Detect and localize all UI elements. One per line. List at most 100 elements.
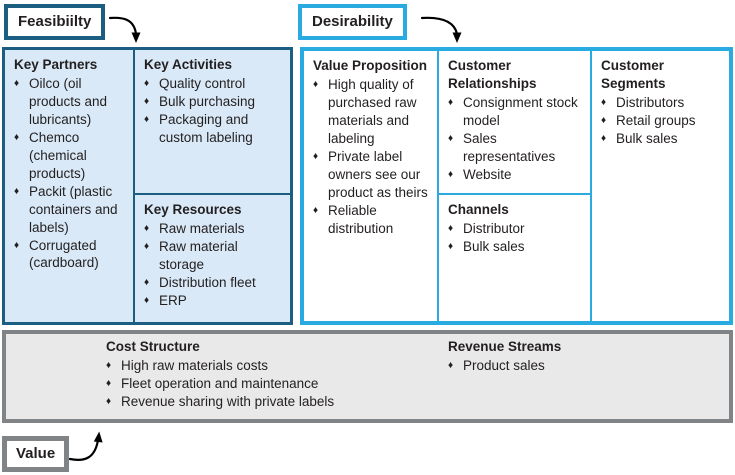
list-item: ♦Distribution fleet <box>144 274 284 292</box>
desirability-panel: Value Proposition ♦High quality of purch… <box>300 47 733 325</box>
diamond-bullet-icon: ♦ <box>144 95 150 107</box>
list-item-text: Raw materials <box>159 220 245 236</box>
list-item-text: Corrugated (cardboard) <box>29 237 99 271</box>
diamond-bullet-icon: ♦ <box>14 131 20 143</box>
list-item-text: High raw materials costs <box>121 357 269 373</box>
list-item: ♦ Bulk sales <box>448 238 584 256</box>
key-activities-title: Key Activities <box>144 57 233 72</box>
list-item-text: Reliable distribution <box>328 202 394 236</box>
desirability-label: Desirability <box>298 4 407 40</box>
diamond-bullet-icon: ♦ <box>313 150 319 162</box>
list-item: ♦ Private label owners see our product as… <box>313 148 431 202</box>
diamond-bullet-icon: ♦ <box>448 96 454 108</box>
list-item: ♦ Distributors <box>601 94 723 112</box>
diamond-bullet-icon: ♦ <box>313 78 319 90</box>
key-activities-cell: Key Activities ♦ Quality control ♦ Bulk pur… <box>135 50 290 193</box>
diamond-bullet-icon: ♦ <box>106 377 112 389</box>
list-item: ♦Distributor <box>448 220 584 238</box>
diamond-bullet-icon: ♦ <box>601 132 607 144</box>
list-item: ♦ Oilco (oil products and lubricants) <box>14 75 127 129</box>
feasibility-label: Feasibiilty <box>4 4 106 40</box>
list-item: ♦High quality of purchased raw materials… <box>313 76 431 148</box>
diamond-bullet-icon: ♦ <box>14 77 20 89</box>
list-item-text: Fleet operation and maintenance <box>121 375 319 391</box>
diamond-bullet-icon: ♦ <box>14 185 20 197</box>
customer-relationships-cell: Customer Relationships ♦ Consignment stoc… <box>439 51 590 193</box>
list-item-text: Distributor <box>463 220 525 236</box>
diamond-bullet-icon: ♦ <box>448 168 454 180</box>
list-item-text: Raw material storage <box>159 238 238 272</box>
list-item: ♦ Consignment stock model <box>448 94 584 130</box>
customer-segments-cell: Customer Segments ♦ Distributors ♦Retail g… <box>592 51 729 321</box>
diamond-bullet-icon: ♦ <box>144 77 150 89</box>
list-item: ♦ High raw materials costs <box>106 357 436 375</box>
list-item-text: Distributors <box>616 94 685 110</box>
diamond-bullet-icon: ♦ <box>313 204 319 216</box>
key-activities-list: ♦ Quality control ♦ Bulk purchasing ♦ Packagi… <box>144 75 284 147</box>
diamond-bullet-icon: ♦ <box>448 359 454 371</box>
customer-segments-title: Customer Segments <box>601 58 666 91</box>
cost-structure-list: ♦ High raw materials costs ♦ Fleet operatio… <box>106 357 436 411</box>
money-panel: Cost Structure ♦ High raw materials costs… <box>2 330 733 423</box>
list-item-text: Chemco (chemical products) <box>29 129 87 181</box>
list-item: ♦ Corrugated (cardboard) <box>14 237 127 273</box>
list-item: ♦Retail groups <box>601 112 723 130</box>
diamond-bullet-icon: ♦ <box>106 395 112 407</box>
diamond-bullet-icon: ♦ <box>448 132 454 144</box>
list-item: ♦ Reliable distribution <box>313 202 431 238</box>
list-item: ♦ Packit (plastic containers and labels) <box>14 183 127 237</box>
list-item-text: Bulk purchasing <box>159 93 256 109</box>
list-item: ♦ Raw material storage <box>144 238 284 274</box>
list-item-text: Product sales <box>463 357 545 373</box>
feasibility-panel: Key Partners ♦Oilco (oil products and lu… <box>2 47 293 325</box>
list-item-text: Revenue sharing with private labels <box>121 393 335 409</box>
list-item-text: Quality control <box>159 75 246 91</box>
diamond-bullet-icon: ♦ <box>448 240 454 252</box>
list-item-text: Distribution fleet <box>159 274 256 290</box>
value-proposition-title: Value Proposition <box>313 58 428 73</box>
key-activities-column: Key Activities ♦ Quality control ♦ Bulk pur… <box>133 50 290 322</box>
list-item-text: Packaging and custom labeling <box>159 111 253 145</box>
list-item-text: Website <box>463 166 512 182</box>
diamond-bullet-icon: ♦ <box>144 222 150 234</box>
diamond-bullet-icon: ♦ <box>14 239 20 251</box>
list-item-text: Sales representatives <box>463 130 556 164</box>
cost-structure-title: Cost Structure <box>106 339 200 354</box>
list-item-text: Bulk sales <box>463 238 525 254</box>
value-proposition-cell: Value Proposition ♦High quality of purch… <box>304 51 437 321</box>
channels-cell: Channels ♦Distributor ♦ Bulk sales <box>439 193 590 321</box>
list-item: ♦ Product sales <box>448 357 728 375</box>
list-item: ♦ Website <box>448 166 584 184</box>
list-item-text: Private label owners see our product as … <box>328 148 428 200</box>
customer-segments-list: ♦Distributors♦Retail groups♦Bulk sales <box>601 94 723 148</box>
key-partners-list: ♦ Oilco (oil products and lubricants) ♦ Che… <box>14 75 127 272</box>
list-item: ♦ Bulk purchasing <box>144 93 284 111</box>
diamond-bullet-icon: ♦ <box>106 359 112 371</box>
list-item: ♦ Sales representatives <box>448 130 584 166</box>
list-item-text: Packit (plastic containers and labels) <box>29 183 118 235</box>
channels-title: Channels <box>448 202 509 217</box>
diamond-bullet-icon: ♦ <box>144 294 150 306</box>
revenue-streams-title: Revenue Streams <box>448 339 562 354</box>
key-partners-cell: Key Partners ♦Oilco (oil products and lu… <box>5 50 133 322</box>
list-item: ♦ Chemco (chemical products) <box>14 129 127 183</box>
diamond-bullet-icon: ♦ <box>144 240 150 252</box>
list-item-text: Oilco (oil products and lubricants) <box>29 75 108 127</box>
cost-structure-cell: Cost Structure ♦ High raw materials costs… <box>106 338 436 411</box>
customer-relationships-title: Customer Relationships <box>448 58 537 91</box>
value-label: Value <box>2 436 70 472</box>
list-item-text: Consignment stock model <box>463 94 578 128</box>
list-item: ♦ Revenue sharing with private labels <box>106 393 436 411</box>
desirability-arrow-icon <box>421 16 462 43</box>
customer-relationships-column: Customer Relationships ♦ Consignment stoc… <box>437 51 592 321</box>
channels-list: ♦Distributor ♦ Bulk sales <box>448 220 584 256</box>
diamond-bullet-icon: ♦ <box>144 113 150 125</box>
feasibility-arrow-icon <box>109 16 141 43</box>
customer-relationships-list: ♦ Consignment stock model ♦ Sales represent… <box>448 94 584 184</box>
list-item-text: ERP <box>159 292 187 308</box>
diamond-bullet-icon: ♦ <box>601 96 607 108</box>
list-item: ♦ Quality control <box>144 75 284 93</box>
list-item: ♦ Packaging and custom labeling <box>144 111 284 147</box>
revenue-streams-list: ♦ Product sales <box>448 357 728 375</box>
